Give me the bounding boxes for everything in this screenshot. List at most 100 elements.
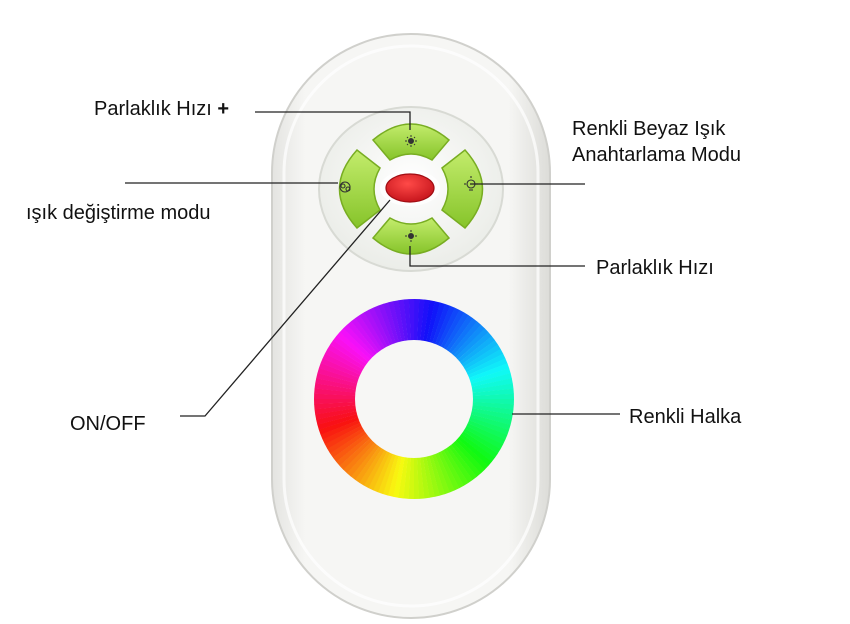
ring-segment xyxy=(450,321,482,356)
ring-segment xyxy=(368,450,391,491)
ring-segment xyxy=(408,456,414,499)
ring-segment xyxy=(437,307,460,348)
ring-segment xyxy=(408,299,415,342)
ring-segment xyxy=(315,407,358,420)
ring-segment xyxy=(460,340,499,368)
ring-segment xyxy=(322,422,363,445)
ring-segment xyxy=(327,427,366,454)
ring-segment xyxy=(320,419,362,440)
ring-segment xyxy=(440,309,465,349)
ring-segment xyxy=(416,456,425,499)
ring-segment xyxy=(471,383,514,394)
ring-segment xyxy=(377,453,397,495)
ring-segment xyxy=(359,312,386,351)
mode-change-icon xyxy=(339,181,351,193)
ring-segment xyxy=(314,393,357,399)
ring-segment xyxy=(414,299,420,342)
ring-segment xyxy=(471,402,514,410)
ring-segment xyxy=(471,405,514,415)
ring-segment xyxy=(373,305,394,347)
ring-segment xyxy=(332,432,369,462)
ring-segment xyxy=(339,328,374,361)
ring-center xyxy=(355,340,473,458)
leader-lines xyxy=(125,111,620,417)
ring-segment xyxy=(364,309,388,349)
ring-segment xyxy=(350,443,380,480)
ring-segment xyxy=(378,303,397,345)
ring-segment xyxy=(471,388,514,397)
ring-segment xyxy=(417,299,425,342)
ring-segment xyxy=(388,301,403,343)
ring-segment xyxy=(413,456,420,499)
ring-segment xyxy=(445,445,473,484)
ring-segment xyxy=(403,299,412,342)
ring-segment xyxy=(318,362,360,382)
ring-segment xyxy=(359,447,385,486)
ring-segment xyxy=(437,450,460,491)
ring-segment xyxy=(468,416,510,436)
ring-segment xyxy=(462,344,501,371)
ring-segment xyxy=(393,300,406,343)
ring-segment xyxy=(324,425,364,449)
ring-segment xyxy=(440,449,464,489)
ring-segment xyxy=(429,302,446,344)
leader-brightness-speed xyxy=(409,246,585,267)
ring-segment xyxy=(314,383,357,393)
ring-segment xyxy=(322,353,363,376)
ring-segment xyxy=(452,440,485,474)
ring-segment xyxy=(465,353,506,376)
ring-segment xyxy=(445,315,473,353)
ring-segment xyxy=(428,454,445,496)
on-off-button xyxy=(385,173,435,203)
color-ring xyxy=(314,299,514,499)
ring-segment xyxy=(434,451,455,493)
ring-segment xyxy=(363,449,388,489)
ring-segment xyxy=(426,301,441,344)
ring-segment xyxy=(469,414,511,431)
ring-segment xyxy=(470,408,513,421)
ring-segment xyxy=(333,335,370,365)
label-light-change-mode: ışık değiştirme modu xyxy=(26,202,211,224)
ring-segment xyxy=(448,318,478,355)
ring-segment xyxy=(316,372,359,387)
ring-segment xyxy=(458,433,495,463)
ring-segment xyxy=(457,435,492,467)
ring-segment xyxy=(315,377,358,390)
ring-segment xyxy=(403,456,411,499)
sun-bright-icon xyxy=(405,135,417,147)
ring-segment xyxy=(443,312,469,351)
ring-segment xyxy=(387,454,402,497)
ring-segment xyxy=(460,430,498,458)
ring-segment xyxy=(431,303,451,345)
ring-segment xyxy=(336,331,371,363)
ring-segment xyxy=(329,430,368,458)
ring-segment xyxy=(464,425,504,450)
label-on-off: ON/OFF xyxy=(70,413,146,435)
ring-segment xyxy=(442,447,469,486)
ring-segment xyxy=(450,442,481,477)
ring-segment xyxy=(465,422,506,445)
ring-segment xyxy=(314,404,357,415)
ring-segment xyxy=(469,368,511,385)
ring-segment xyxy=(324,348,364,373)
ring-segment xyxy=(447,444,477,481)
ring-segment xyxy=(320,358,362,379)
plus-sign: + xyxy=(217,98,230,120)
ring-segment xyxy=(466,358,508,379)
ring-segment xyxy=(425,455,440,497)
ring-segment xyxy=(471,399,514,405)
label-brightness-speed: Parlaklık Hızı xyxy=(596,257,714,279)
ring-segment xyxy=(419,456,430,499)
ring-segment xyxy=(318,416,360,435)
sun-dim-icon xyxy=(405,230,417,242)
ring-segment xyxy=(368,307,391,348)
leader-brightness-plus xyxy=(255,111,411,130)
ring-segment xyxy=(382,454,399,496)
ring-segment xyxy=(455,328,489,361)
ring-segment xyxy=(468,363,510,382)
ring-segment xyxy=(431,453,450,495)
ring-segment xyxy=(471,393,514,400)
leader-onoff xyxy=(180,199,391,417)
